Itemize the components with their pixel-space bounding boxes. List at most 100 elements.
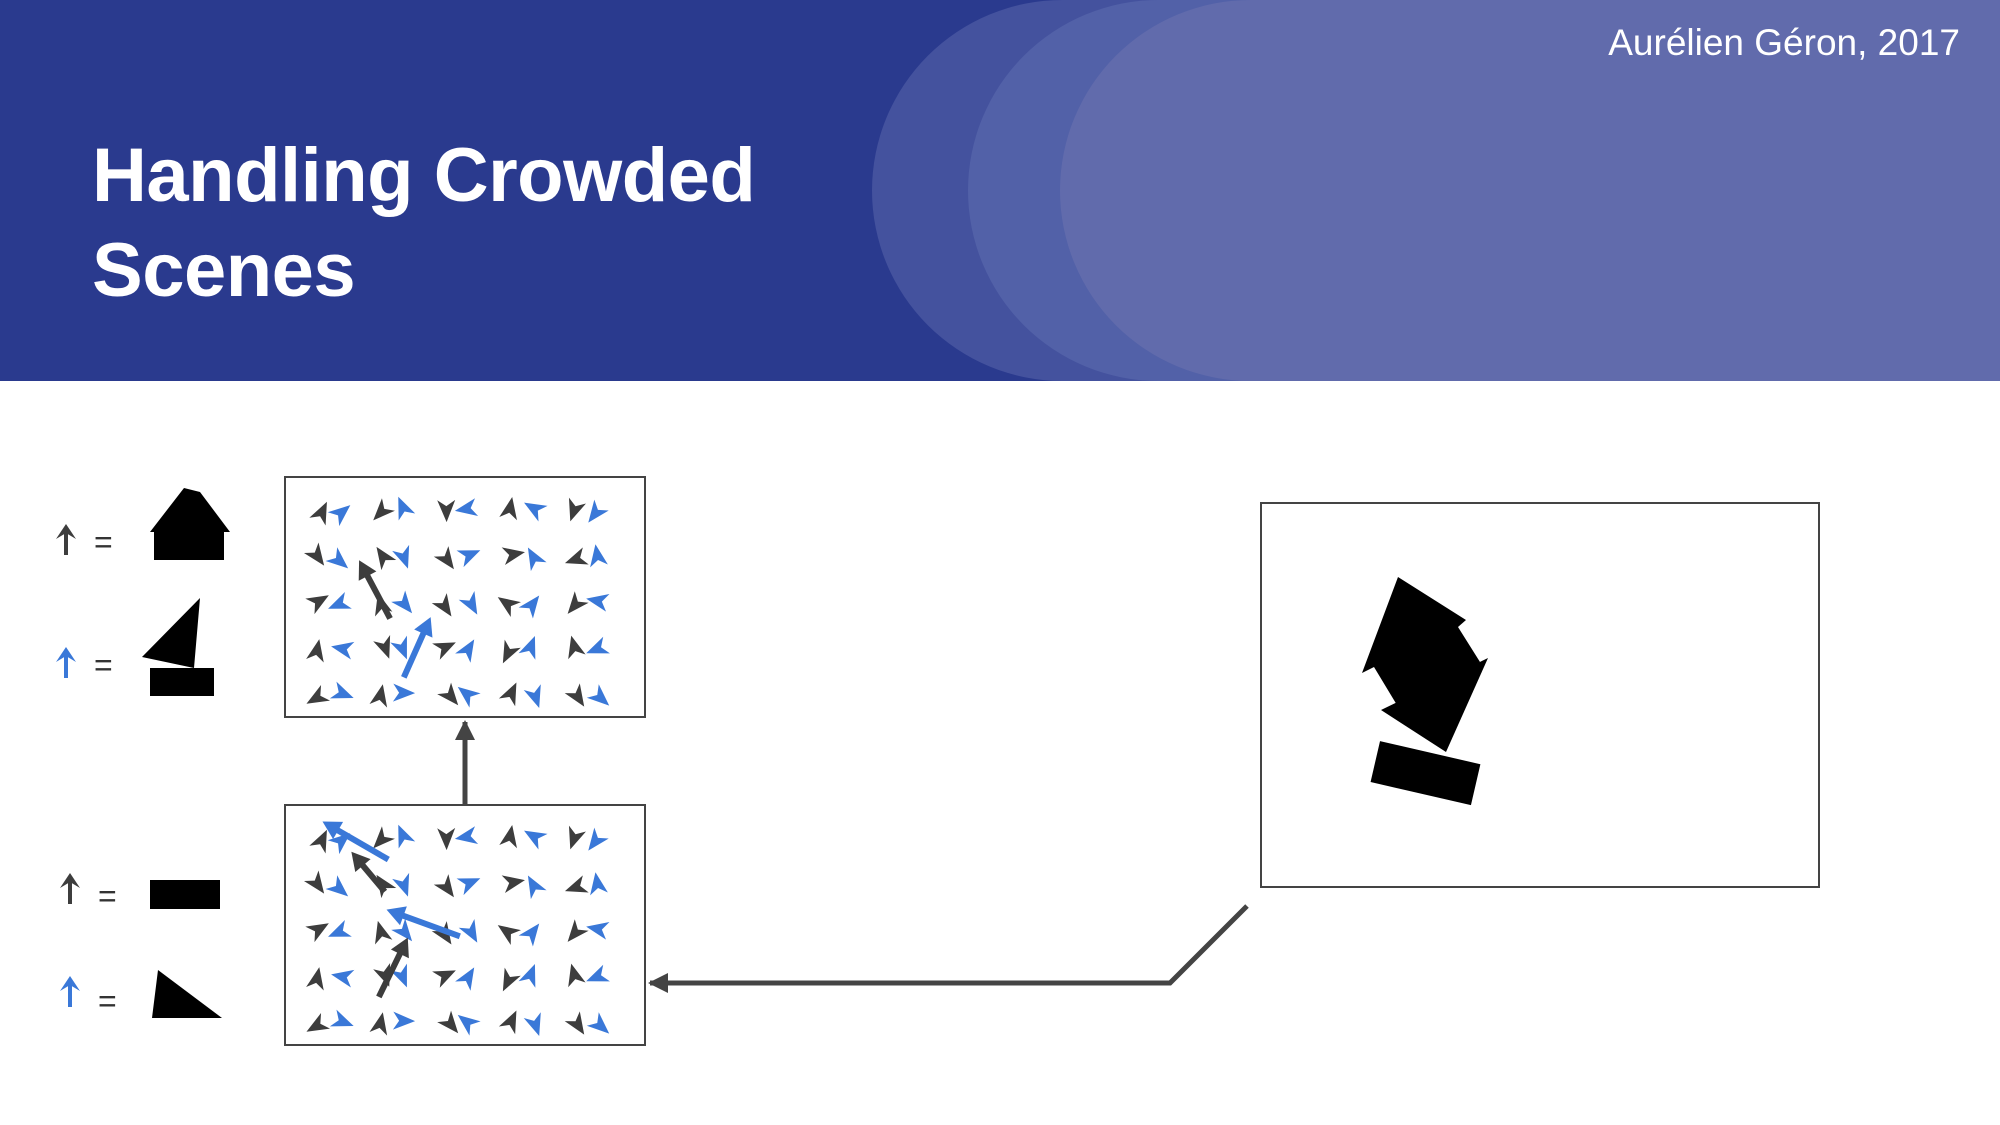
capsule-arrow-icon xyxy=(398,496,416,521)
capsule-arrow-icon xyxy=(564,547,589,565)
capsule-arrow-icon xyxy=(309,501,327,526)
capsule-arrow-icon xyxy=(524,502,548,522)
capsule-arrow-icon xyxy=(502,639,521,664)
capsule-arrow-icon xyxy=(518,923,540,947)
capsule-arrow-icon xyxy=(309,829,327,854)
capsule-arrow-icon xyxy=(327,505,351,527)
legend-top: = = xyxy=(56,488,230,696)
legend-equals: = xyxy=(94,647,113,683)
capsule-arrow-icon xyxy=(328,592,352,609)
capsule-arrow-icon xyxy=(305,595,329,615)
capsule-arrow-icon xyxy=(322,821,390,863)
capsule-arrow-icon xyxy=(437,827,456,851)
legend-arrow-dark-icon xyxy=(56,524,76,555)
capsule-arrows-bottom xyxy=(303,821,610,1037)
capsule-arrow-icon xyxy=(497,925,521,945)
capsule-arrow-icon xyxy=(329,1009,354,1027)
input-image-box xyxy=(1260,502,1820,888)
capsule-arrow-icon xyxy=(392,872,410,897)
capsule-arrow-icon xyxy=(523,684,541,709)
legend-equals: = xyxy=(94,524,113,560)
capsule-arrow-icon xyxy=(518,595,540,619)
capsule-arrow-icon xyxy=(454,498,479,516)
capsule-arrow-icon xyxy=(437,1010,459,1034)
capsule-arrow-icon xyxy=(328,920,352,937)
author-credit: Aurélien Géron, 2017 xyxy=(1608,22,1960,63)
capsule-arrow-icon xyxy=(306,967,324,991)
capsule-arrow-icon xyxy=(457,1014,481,1036)
capsule-arrow-icon xyxy=(392,1011,416,1030)
capsule-arrow-icon xyxy=(331,969,355,988)
capsule-arrow-icon xyxy=(518,964,536,988)
slide-header: Handling Crowded Scenes Aurélien Géron, … xyxy=(0,0,2000,381)
capsule-arrow-icon xyxy=(369,684,388,708)
capsule-arrow-icon xyxy=(376,546,397,571)
capsule-arrow-icon xyxy=(527,547,547,572)
capsule-arrow-icon xyxy=(527,875,547,900)
slide-title-line-1: Handling Crowded xyxy=(92,133,756,218)
capsule-arrow-icon xyxy=(499,825,517,849)
tilted-triangle-shape xyxy=(1381,658,1488,752)
capsule-arrow-icon xyxy=(398,824,416,849)
capsule-arrow-icon xyxy=(392,683,416,702)
capsule-arrow-icon xyxy=(390,635,407,660)
capsule-arrow-icon xyxy=(567,591,589,614)
capsule-arrow-icon xyxy=(499,497,517,521)
capsule-arrow-icon xyxy=(305,923,329,943)
capsule-arrow-icon xyxy=(369,1012,388,1036)
capsule-arrow-icon xyxy=(437,499,456,523)
capsule-arrow-icon xyxy=(331,641,355,660)
capsule-arrow-icon xyxy=(586,921,610,940)
capsule-arrow-icon xyxy=(568,635,586,660)
capsule-arrows-top xyxy=(303,496,610,709)
capsule-arrow-icon xyxy=(455,967,475,991)
capsule-arrow-icon xyxy=(564,683,585,707)
legend-arrow-dark-icon xyxy=(60,873,80,904)
capsule-arrow-icon xyxy=(303,870,325,894)
capsule-arrow-icon xyxy=(327,833,351,855)
capsule-arrow-icon xyxy=(375,920,393,945)
legend-equals: = xyxy=(98,983,117,1019)
capsule-arrow-icon xyxy=(567,919,589,942)
capsule-arrow-icon xyxy=(432,970,456,988)
capsule-arrow-icon xyxy=(498,1010,517,1035)
capsule-arrow-icon xyxy=(455,639,475,663)
capsule-arrow-icon xyxy=(501,547,525,566)
capsule-arrow-icon xyxy=(502,967,521,992)
capsule-arrow-icon xyxy=(391,918,413,942)
capsule-arrow-icon xyxy=(523,1012,541,1037)
legend-arrow-blue-icon xyxy=(60,976,80,1007)
capsule-arrow-icon xyxy=(392,544,410,569)
capsule-arrow-icon xyxy=(498,682,517,707)
capsule-arrow-icon xyxy=(456,550,481,568)
house-icon xyxy=(150,488,230,560)
capsule-arrow-icon xyxy=(458,590,478,615)
capsule-arrow-icon xyxy=(432,642,456,660)
capsule-arrow-icon xyxy=(586,593,610,612)
rectangle-icon xyxy=(150,880,220,909)
capsule-arrow-icon xyxy=(325,547,349,569)
capsule-arrow-icon xyxy=(588,827,609,851)
capsule-arrow-icon xyxy=(568,497,586,522)
capsule-arrow-icon xyxy=(518,636,536,660)
capsule-arrow-icon xyxy=(497,597,521,617)
slide-title: Handling Crowded Scenes xyxy=(92,128,756,318)
legend-arrow-blue-icon xyxy=(56,647,76,678)
boat-icon xyxy=(142,598,214,696)
capsule-arrow-icon xyxy=(454,826,479,844)
capsule-arrow-icon xyxy=(386,906,461,940)
capsule-arrow-icon xyxy=(329,681,354,699)
capsule-arrow-icon xyxy=(524,830,548,850)
capsule-arrow-icon xyxy=(564,1011,585,1035)
capsule-arrow-icon xyxy=(437,682,459,706)
capsule-arrow-icon xyxy=(401,617,433,679)
legend-bottom: = = xyxy=(60,873,222,1019)
crowded-scene-shapes xyxy=(1362,577,1488,806)
capsule-arrow-icon xyxy=(457,686,481,708)
capsule-arrow-icon xyxy=(431,593,452,617)
capsule-arrow-icon xyxy=(373,826,395,849)
capsule-arrow-icon xyxy=(568,963,586,988)
capsule-arrow-icon xyxy=(586,636,610,654)
header-arc-decoration xyxy=(1060,0,2000,381)
